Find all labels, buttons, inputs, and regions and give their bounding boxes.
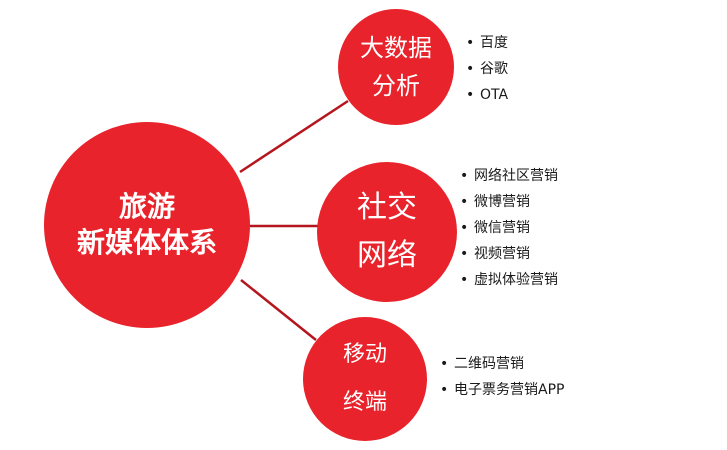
- list-item: 二维码营销: [440, 351, 564, 377]
- center-node-line-2: 新媒体体系: [76, 226, 217, 259]
- center-node-line-1: 旅游: [118, 190, 175, 223]
- list-item: 虚拟体验营销: [460, 267, 558, 293]
- node-label-line-2: 分析: [372, 72, 420, 100]
- connector-mobile: [240, 279, 317, 341]
- node-label-line-1: 移动: [342, 342, 387, 367]
- list-item: 电子票务营销APP: [440, 377, 564, 403]
- node-label-line-1: 社交: [357, 190, 417, 225]
- list-item: 视频营销: [460, 241, 558, 267]
- list-item: 百度: [466, 30, 508, 56]
- list-item: 谷歌: [466, 56, 508, 82]
- connector-big-data: [239, 99, 349, 174]
- node-social-network: 社交 网络: [317, 162, 457, 302]
- mobile-item-list: 二维码营销 电子票务营销APP: [440, 351, 564, 403]
- node-label-line-2: 终端: [342, 390, 387, 415]
- list-item: 网络社区营销: [460, 163, 558, 189]
- node-label-line-2: 网络: [357, 238, 417, 273]
- center-node-travel-new-media: 旅游 新媒体体系: [44, 122, 250, 328]
- node-big-data-analysis: 大数据 分析: [338, 9, 454, 125]
- node-mobile-terminal: 移动 终端: [303, 317, 427, 441]
- list-item: 微信营销: [460, 215, 558, 241]
- list-item: OTA: [466, 82, 508, 108]
- list-item: 微博营销: [460, 189, 558, 215]
- big-data-item-list: 百度 谷歌 OTA: [466, 30, 508, 108]
- node-label-line-1: 大数据: [360, 34, 432, 62]
- social-item-list: 网络社区营销 微博营销 微信营销 视频营销 虚拟体验营销: [460, 163, 558, 293]
